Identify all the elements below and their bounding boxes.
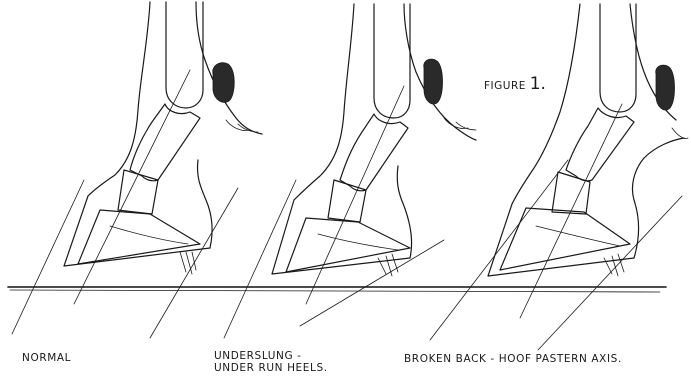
broken-back-heel-hatching <box>604 254 624 276</box>
caption-normal: NORMAL <box>22 352 71 364</box>
broken-back-long-pastern <box>566 108 634 181</box>
caption-underslung: UNDERSLUNG - UNDER RUN HEELS. <box>214 350 328 374</box>
underslung-hoof-front-line <box>224 180 296 338</box>
broken-back-sesamoid <box>656 65 675 110</box>
ground-line-shadow <box>10 290 660 292</box>
underslung-hair-strokes <box>444 118 476 130</box>
normal-leg-front-outline <box>88 2 150 196</box>
normal-short-pastern <box>118 170 158 214</box>
normal-heel <box>197 160 212 248</box>
normal-cannon-bone <box>166 2 203 108</box>
underslung-heel-hatching <box>378 254 398 276</box>
broken-back-hair-strokes <box>672 128 688 139</box>
caption-underslung-line2: UNDER RUN HEELS. <box>214 362 328 374</box>
underslung-heel <box>397 166 411 258</box>
broken-back-hoof-front-line <box>430 160 568 340</box>
normal-sesamoid <box>213 63 235 103</box>
normal-hair-strokes <box>226 120 258 132</box>
underslung-short-pastern <box>328 180 366 222</box>
normal-pastern-axis-line <box>74 70 190 304</box>
figure-title: FIGURE 1. <box>484 74 546 94</box>
normal-coffin-bone <box>78 210 200 264</box>
figure-title-word: FIGURE <box>484 80 526 92</box>
underslung-pastern-axis-line <box>306 86 404 304</box>
broken-back-heel-line <box>538 196 682 350</box>
underslung-leg-front-outline <box>294 4 354 200</box>
underslung-heel-line <box>300 240 444 326</box>
normal-coffin-inner <box>110 226 188 244</box>
underslung-sesamoid <box>424 59 443 104</box>
broken-back-leg-front-outline <box>512 4 580 204</box>
broken-back-short-pastern <box>552 172 590 214</box>
normal-hoof-wall <box>64 196 210 266</box>
underslung-coffin-bone <box>286 218 410 272</box>
leg-underslung <box>224 4 476 338</box>
figure-title-number: 1. <box>530 74 546 94</box>
caption-broken-back: BROKEN BACK - HOOF PASTERN AXIS. <box>404 353 622 365</box>
normal-heel-line <box>150 188 238 338</box>
caption-underslung-line1: UNDERSLUNG - <box>214 350 328 362</box>
broken-back-cannon-bone <box>600 4 636 112</box>
broken-back-heel <box>632 138 684 258</box>
broken-back-pastern-axis-line <box>520 104 622 318</box>
broken-back-hoof-wall <box>488 204 634 276</box>
normal-hoof-front-line <box>12 180 84 334</box>
leg-broken-back <box>430 4 688 350</box>
